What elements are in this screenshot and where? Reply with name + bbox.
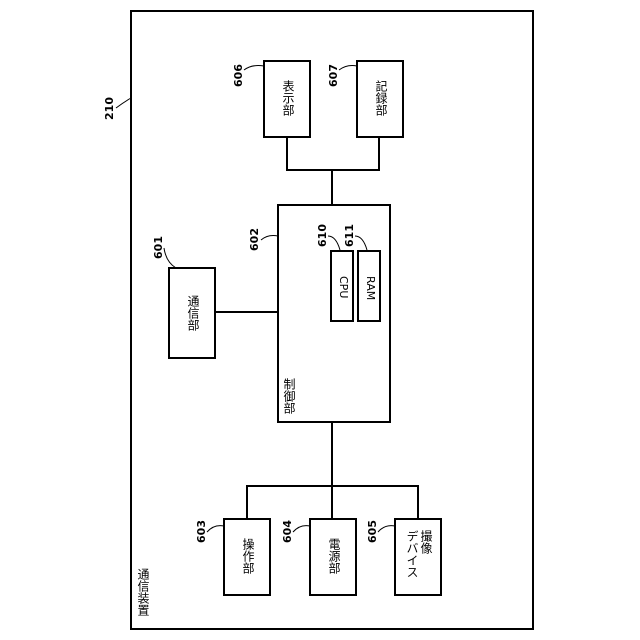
connector-top-bus	[286, 169, 380, 171]
connector-display	[286, 137, 288, 170]
imaging-block: 撮像 デバイス	[394, 518, 442, 596]
recording-block: 記録部	[356, 60, 404, 138]
power-label: 電源部	[327, 538, 341, 574]
ram-block: RAM	[357, 250, 381, 322]
ref-601: 601	[152, 236, 165, 259]
imaging-label: 撮像 デバイス	[405, 530, 433, 578]
ref-611: 611	[343, 224, 356, 247]
connector-imaging	[417, 485, 419, 519]
ref-602: 602	[248, 228, 261, 251]
display-block: 表示部	[263, 60, 311, 138]
connector-recording	[378, 137, 380, 170]
ref-604: 604	[281, 520, 294, 543]
connector-power	[331, 485, 333, 519]
device-label: 通信装置	[136, 568, 150, 616]
operation-block: 操作部	[223, 518, 271, 596]
connector-operation	[246, 485, 248, 519]
ref-605: 605	[366, 520, 379, 543]
ref-610: 610	[316, 224, 329, 247]
ref-603: 603	[195, 520, 208, 543]
operation-label: 操作部	[241, 538, 255, 574]
cpu-block: CPU	[330, 250, 354, 322]
control-label: 制御部	[282, 378, 296, 414]
recording-label: 記録部	[374, 80, 388, 116]
power-block: 電源部	[309, 518, 357, 596]
communication-block: 通信部	[168, 267, 216, 359]
ref-606: 606	[232, 64, 245, 87]
ref-210: 210	[103, 97, 116, 120]
connector-communication	[214, 311, 278, 313]
communication-label: 通信部	[186, 295, 200, 331]
cpu-label: CPU	[336, 276, 350, 298]
leader-210	[116, 98, 131, 108]
connector-bottom-trunk	[331, 422, 333, 486]
display-label: 表示部	[281, 80, 295, 116]
ref-607: 607	[327, 64, 340, 87]
connector-top-trunk	[331, 169, 333, 205]
ram-label: RAM	[363, 276, 377, 300]
